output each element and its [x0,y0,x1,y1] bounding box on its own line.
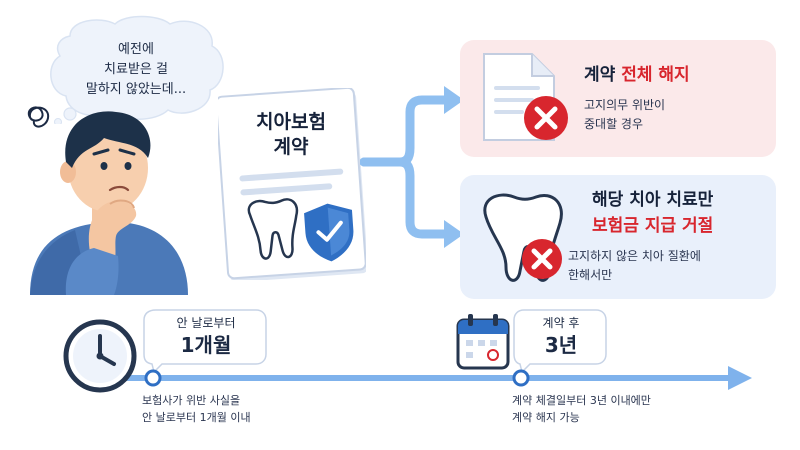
contract-title-line-2: 계약 [273,136,309,158]
timeline-right-description: 계약 체결일부터 3년 이내에만 계약 해지 가능 [512,392,732,426]
callout-right-line-1: 계약 후 [542,316,580,330]
callout-left-text: 안 날로부터 1개월 [146,314,266,358]
clock-icon [63,319,137,393]
callout-left-line-1: 안 날로부터 [176,316,236,330]
timeline-right-desc-line-1: 계약 체결일부터 3년 이내에만 [512,394,651,407]
outcome-card-full-termination: 계약 전체 해지 고지의무 위반이 중대할 경우 [460,40,776,157]
arrow-head-bottom [444,220,464,248]
outcome-card-partial-denial: 해당 치아 치료만 보험금 지급 거절 고지하지 않은 치아 질환에 한해서만 [460,175,776,299]
outcome-2-title-line-2: 보험금 지급 거절 [592,216,714,236]
outcome-1-description: 고지의무 위반이 중대할 경우 [584,96,784,134]
tooth-reject-icon [483,193,563,282]
callout-right-line-2: 3년 [544,333,578,357]
outcome-1-title-part-2: 전체 해지 [621,65,690,85]
calendar-icon [456,314,510,370]
callout-left-box [143,309,267,374]
outcome-2-description: 고지하지 않은 치아 질환에 한해서만 [568,247,768,285]
outcome-1-title-part-1: 계약 [584,65,622,85]
timeline [63,309,752,393]
callout-left-line-2: 1개월 [180,333,232,357]
outcome-2-title-line-1: 해당 치아 치료만 [592,190,714,210]
timeline-left-description: 보험사가 위반 사실을 안 날로부터 1개월 이내 [142,392,342,426]
outcome-2-desc-line-2: 한해서만 [568,268,613,282]
timeline-left-desc-line-2: 안 날로부터 1개월 이내 [142,411,251,424]
timeline-left-desc-line-1: 보험사가 위반 사실을 [142,394,241,407]
callout-right-text: 계약 후 3년 [516,314,606,358]
branch-arrows [360,86,464,248]
insurance-contract-document [218,88,366,280]
thought-line-2: 치료받은 걸 [104,62,168,77]
outcome-1-desc-line-1: 고지의무 위반이 [584,98,666,112]
thought-line-3: 말하지 않았는데... [85,82,187,97]
outcome-1-desc-line-2: 중대할 경우 [584,117,644,131]
timeline-arrow-head [728,366,752,390]
thought-bubble [50,15,224,124]
arrow-head-top [444,86,464,114]
contract-title: 치아보험 계약 [246,110,336,160]
document-reject-icon [483,53,568,141]
tooth-icon [247,198,299,260]
callout-right-box [513,309,607,374]
confusion-squiggle-icon [27,106,50,128]
worried-person-illustration [27,106,188,295]
contract-title-line-1: 치아보험 [256,111,326,133]
outcome-2-desc-line-1: 고지하지 않은 치아 질환에 [568,249,701,263]
thought-line-1: 예전에 [118,42,154,57]
timeline-right-desc-line-2: 계약 해지 가능 [512,411,580,424]
outcome-1-title: 계약 전체 해지 [584,64,690,86]
timeline-marker-left [144,369,162,387]
thought-bubble-text: 예전에 치료받은 걸 말하지 않았는데... [70,40,202,100]
timeline-marker-right [512,369,530,387]
